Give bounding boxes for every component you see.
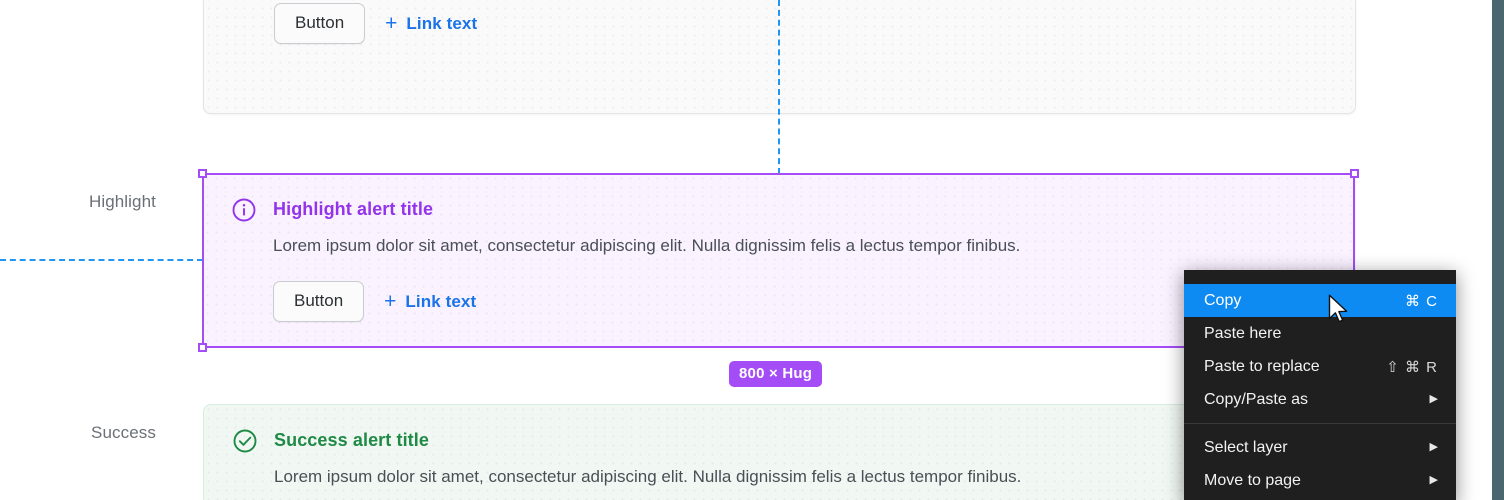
context-menu-item-shortcut: ⇧ ⌘ R [1386, 358, 1438, 376]
alert-actions: Button + Link text [274, 3, 1327, 44]
submenu-arrow-icon: ▶ [1429, 441, 1438, 453]
context-menu-item-label: Move to page [1204, 471, 1301, 489]
context-menu-item-label: Copy [1204, 291, 1242, 309]
context-menu-item-shortcut: ⌘ C [1405, 292, 1438, 310]
row-label-success: Success [91, 423, 156, 442]
info-circle-icon [231, 197, 257, 223]
context-menu-item-label: Select layer [1204, 438, 1288, 456]
context-menu-item-move-to-page[interactable]: Move to page ▶ [1184, 464, 1456, 497]
context-menu-item-copy[interactable]: Copy ⌘ C [1184, 284, 1456, 317]
submenu-arrow-icon: ▶ [1429, 474, 1438, 486]
context-menu-item-select-layer[interactable]: Select layer ▶ [1184, 431, 1456, 464]
alert-title: Success alert title [274, 430, 429, 450]
context-menu-item-label: Paste to replace [1204, 357, 1320, 375]
plus-icon: + [385, 12, 398, 35]
alert-button[interactable]: Button [274, 3, 366, 44]
alert-card-success[interactable]: Success alert title Lorem ipsum dolor si… [203, 404, 1356, 500]
context-menu[interactable]: Copy ⌘ C Paste here Paste to replace ⇧ ⌘… [1184, 270, 1456, 500]
alert-title: Highlight alert title [273, 199, 434, 219]
row-label-highlight: Highlight [88, 192, 156, 211]
size-badge: 800 × Hug [729, 361, 823, 387]
right-panel-strip [1492, 0, 1504, 500]
alert-link-text: Link text [406, 13, 478, 33]
plus-icon: + [384, 290, 397, 313]
alert-link-group[interactable]: + Link text [384, 291, 476, 312]
alert-button[interactable]: Button [273, 281, 365, 322]
alignment-guide-vertical [778, 0, 780, 174]
context-menu-item-copy-paste-as[interactable]: Copy/Paste as ▶ [1184, 383, 1456, 416]
alert-link-group[interactable]: + Link text [385, 13, 477, 34]
context-menu-item-paste-to-replace[interactable]: Paste to replace ⇧ ⌘ R [1184, 350, 1456, 383]
alignment-guide-horizontal [0, 259, 203, 261]
context-menu-separator [1184, 423, 1456, 424]
context-menu-item-label: Paste here [1204, 324, 1282, 342]
alert-body-text: Lorem ipsum dolor sit amet, consectetur … [273, 236, 1021, 255]
context-menu-item-paste-here[interactable]: Paste here [1184, 317, 1456, 350]
alert-card-highlight[interactable]: Highlight alert title Lorem ipsum dolor … [203, 174, 1356, 348]
check-circle-icon [232, 428, 258, 454]
alert-header: Success alert title [232, 427, 1327, 454]
alert-actions: Button + Link text [273, 281, 1328, 322]
alert-link-text: Link text [405, 291, 477, 311]
alert-body-text: Lorem ipsum dolor sit amet, consectetur … [274, 467, 1022, 486]
context-menu-item-label: Copy/Paste as [1204, 390, 1309, 408]
submenu-arrow-icon: ▶ [1429, 393, 1438, 405]
alert-header: Highlight alert title [231, 196, 1328, 223]
